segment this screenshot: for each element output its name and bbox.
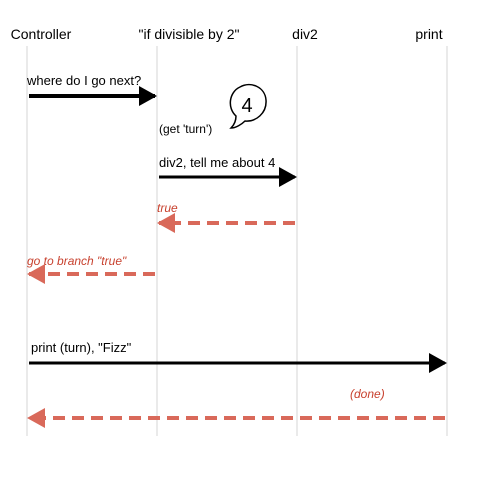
lane-label-print: print	[415, 26, 442, 42]
lane-label-div2: div2	[292, 26, 318, 42]
return-label-go-to-branch-true: go to branch "true"	[27, 254, 127, 268]
message-label-print-turn-fizz: print (turn), "Fizz"	[31, 340, 132, 355]
lane-label-controller: Controller	[11, 26, 72, 42]
message-label-div2-tell-me-about-4: div2, tell me about 4	[159, 155, 275, 170]
return-label-true: true	[157, 201, 178, 215]
message-label-where-do-i-go-next: where do I go next?	[26, 73, 141, 88]
lane-label-if-divisible-by-2: "if divisible by 2"	[139, 26, 240, 42]
bubble-value: 4	[241, 95, 252, 117]
speech-bubble-icon: 4	[229, 83, 267, 129]
return-label-done: (done)	[350, 387, 385, 401]
note-get-turn: (get 'turn')	[159, 122, 212, 136]
